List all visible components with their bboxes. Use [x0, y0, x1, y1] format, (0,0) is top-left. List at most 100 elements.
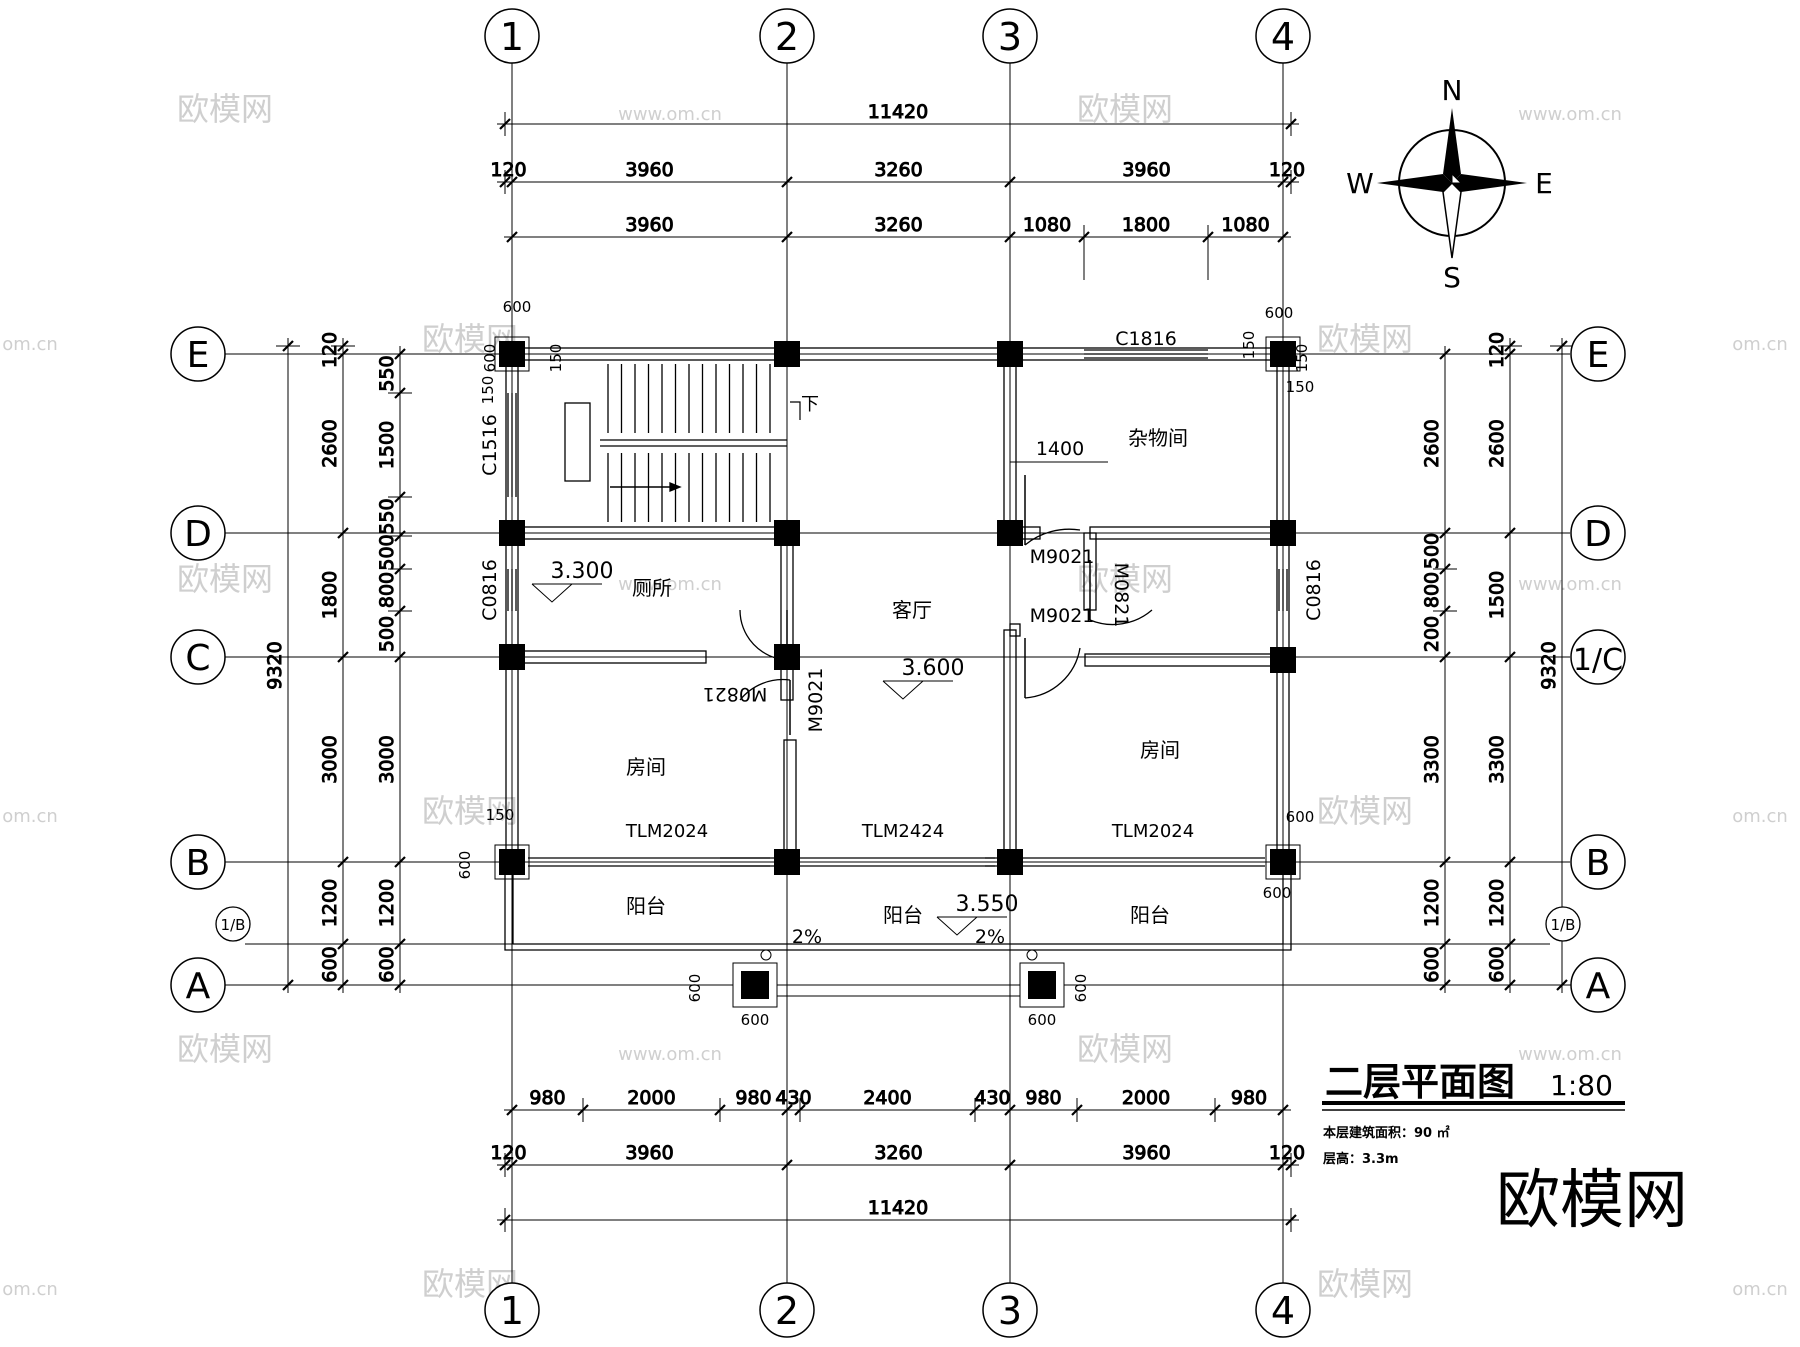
column-size-dim: 150: [1293, 344, 1311, 373]
dim-right-axis-value: 2600: [1486, 419, 1508, 467]
column-size-dim: 600: [481, 344, 499, 373]
dim-bottom-openings-value: 980: [1025, 1087, 1061, 1109]
pier-size-dim: 600: [1072, 974, 1090, 1003]
grid-bubble-row-label: D: [1584, 514, 1612, 555]
dim-tick: [1556, 340, 1568, 352]
dim-tick: [1285, 176, 1297, 188]
balcony-right-label: 阳台: [1130, 903, 1170, 927]
balcony-mid-label: 阳台: [883, 903, 923, 927]
dim-tick: [394, 491, 406, 503]
stair-down-label: 下: [801, 394, 819, 415]
dim-tick: [506, 176, 518, 188]
dim-tick: [282, 979, 294, 991]
compass-s-label: S: [1443, 261, 1461, 294]
pier-size-dim: 600: [686, 974, 704, 1003]
column-size-dim: 600: [503, 298, 532, 316]
structural-column: [774, 644, 800, 670]
watermark-brand: 欧模网: [1317, 1265, 1413, 1303]
dim-tick: [337, 856, 349, 868]
dim-right-openings-value: 200: [1421, 616, 1443, 652]
grid-bubble-1B: [1545, 906, 1581, 942]
structural-column: [774, 341, 800, 367]
dim-left-axis-value: 1800: [319, 571, 341, 619]
dim-top-openings-value: 1800: [1122, 214, 1170, 236]
dim-top-openings-value: 1080: [1023, 214, 1071, 236]
drawing-title: 二层平面图: [1325, 1060, 1515, 1104]
level-living-mark: [882, 680, 953, 700]
dim-left-axis-value: 120: [319, 332, 341, 368]
watermark-brand: 欧模网: [1077, 90, 1173, 128]
dim-tick: [1004, 176, 1016, 188]
corner-column-outline: [494, 844, 530, 880]
floor-height-note: 层高：3.3m: [1323, 1151, 1399, 1167]
dim-bottom-axis-value: 3960: [625, 1142, 673, 1164]
dim-left-openings-value: 3000: [376, 735, 398, 783]
grid-bubble-row: [170, 505, 226, 561]
watermark-brand: 欧模网: [1317, 792, 1413, 830]
grid-bubble-col-label: 2: [775, 15, 799, 59]
dim-tick: [394, 979, 406, 991]
dim-tick: [394, 651, 406, 663]
dim-tick: [1209, 1104, 1221, 1116]
compass-n-label: N: [1442, 74, 1463, 107]
dim-bottom-openings-value: 430: [974, 1087, 1010, 1109]
drawing-scale: 1:80: [1550, 1069, 1613, 1102]
watermark-brand: 欧模网: [177, 90, 273, 128]
room-right-label: 房间: [1140, 738, 1180, 762]
window-c0816-left-label: C0816: [479, 559, 501, 621]
grid-bubble-col-label: 1: [500, 1289, 524, 1333]
grid-bubble-col-label: 1: [500, 15, 524, 59]
dim-left-total-value: 9320: [264, 641, 286, 689]
watermark-url: om.cn: [1732, 806, 1788, 827]
dim-bottom-axis-value: 3960: [1122, 1142, 1170, 1164]
dim-tick: [1004, 1159, 1016, 1171]
dim-tick: [394, 348, 406, 360]
dim-tick: [337, 348, 349, 360]
structural-column: [1270, 647, 1296, 673]
grid-bubble-col: [484, 8, 540, 64]
dim-tick: [1439, 348, 1451, 360]
dim-tick: [337, 340, 349, 352]
dim-right-openings-value: 600: [1421, 946, 1443, 982]
dim-left-axis-value: 1200: [319, 879, 341, 927]
room-left-label: 房间: [626, 755, 666, 779]
dim-tick: [394, 605, 406, 617]
floor-drain: [1026, 949, 1038, 961]
grid-bubble-1B-label: 1/B: [221, 916, 246, 934]
dim-tick: [282, 340, 294, 352]
grid-bubble-row: [1570, 834, 1626, 890]
door-m0821-bath-arc: [1089, 609, 1153, 626]
dim-left-openings-value: 1200: [376, 879, 398, 927]
balcony-pier: [741, 971, 769, 999]
dim-top-total-value: 11420: [868, 101, 928, 123]
grid-bubble-col: [759, 1282, 815, 1338]
level-toilet-value: 3.300: [551, 559, 614, 584]
slope-right-label: 2%: [975, 926, 1005, 948]
dim-left-openings-value: 550: [376, 498, 398, 534]
watermark-brand: 欧模网: [422, 792, 518, 830]
grid-bubble-row-label: A: [1586, 966, 1611, 1007]
dim-right-axis-value: 120: [1486, 332, 1508, 368]
dim-right-axis-value: 600: [1486, 946, 1508, 982]
compass-e-label: E: [1535, 167, 1553, 200]
room-toilet-label: 厕所: [632, 576, 672, 600]
balcony-pier: [1028, 971, 1056, 999]
compass-w-label: W: [1346, 167, 1374, 200]
grid-bubble-row-label: B: [186, 843, 211, 884]
corner-column-outline: [1265, 336, 1301, 372]
window-c1816-label: C1816: [1115, 328, 1177, 350]
dim-tick: [394, 530, 406, 542]
dim-tick: [337, 527, 349, 539]
walls-layer: [504, 347, 1292, 951]
wall-col2-lower: [783, 739, 797, 863]
door-m0821-label: M0821: [703, 683, 768, 705]
structural-column: [774, 849, 800, 875]
dim-top-axis-value: 3260: [874, 159, 922, 181]
dim-top-openings-value: 1080: [1221, 214, 1269, 236]
door-m9021-label: M9021: [1030, 546, 1095, 568]
dim-tick: [1004, 1104, 1016, 1116]
grid-bubble-row: [170, 957, 226, 1013]
grid-bubble-row-label: E: [187, 335, 210, 376]
